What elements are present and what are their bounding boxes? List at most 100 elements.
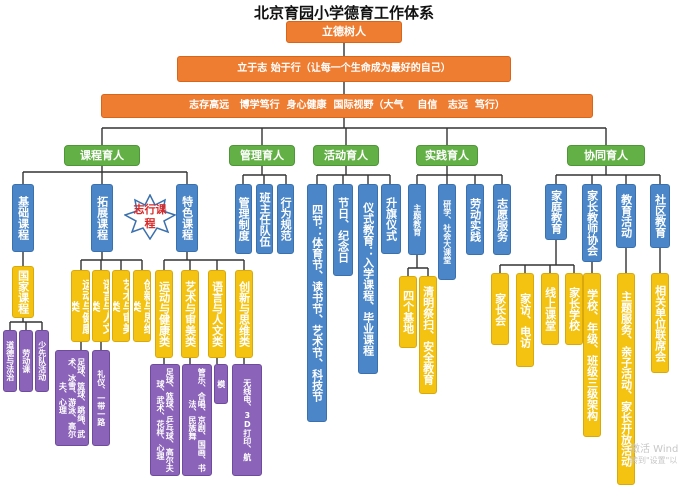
goal-box: 立于志 始于行（让每一个生命成为最好的自己） xyxy=(177,56,511,82)
category-label: 管理育人 xyxy=(240,148,284,162)
cooperation-detail-label: 家长学校 xyxy=(567,287,581,331)
basic-course-label: 基础课程 xyxy=(16,196,30,240)
slogan-box: 志存高远 博学笃行 身心健康 国际视野（大气 自信 志远 笃行） xyxy=(101,94,593,118)
cooperation-item-label: 教育活动 xyxy=(619,194,633,238)
national-subject-label: 道德与法治 xyxy=(5,341,15,381)
special-detail-label: 管乐、合唱、京剧、国画、书法、民族舞 xyxy=(188,368,207,472)
management-item-box: 行为规范 xyxy=(277,184,294,254)
page-title: 北京育园小学德育工作体系 xyxy=(253,4,434,22)
basic-course-box: 基础课程 xyxy=(12,184,34,252)
activation-watermark: 激活 Wind 转到"设置"以 xyxy=(630,440,688,466)
cooperation-detail-box: 家长学校 xyxy=(565,273,583,345)
category-course: 课程育人 xyxy=(64,145,140,166)
special-sub-box: 语言与人文类 xyxy=(208,270,226,358)
special-detail-label: 足球、篮球、乒乓球、高尔夫球、武术、花样、心理 xyxy=(156,368,175,472)
practice-item-box: 志愿服务 xyxy=(493,184,511,255)
management-item-label: 行为规范 xyxy=(279,197,293,241)
cooperation-item-box: 家长教师协会 xyxy=(582,184,602,262)
practice-item-box: 主题教育 xyxy=(408,184,426,255)
expand-detail-label: 礼仪、一带一路 xyxy=(96,370,106,426)
activity-item-box: 节日、纪念日 xyxy=(333,184,353,276)
practice-detail-label: 四个基地 xyxy=(401,290,415,334)
practice-detail-box: 四个基地 xyxy=(399,276,417,348)
expand-sub-label: 艺术与审美类 xyxy=(112,278,130,334)
special-detail-box: 足球、篮球、乒乓球、高尔夫球、武术、花样、心理 xyxy=(150,364,180,476)
goal-label: 立于志 始于行（让每一个生命成为最好的自己） xyxy=(237,63,451,74)
special-detail-label: 模 xyxy=(216,380,226,388)
category-management: 管理育人 xyxy=(229,145,295,166)
practice-item-box: 研学、社会大课堂 xyxy=(438,184,456,280)
slogan-label: 志存高远 博学笃行 身心健康 国际视野（大气 自信 志远 笃行） xyxy=(189,100,505,111)
national-subject-box: 劳动课 xyxy=(19,330,33,392)
cooperation-detail-label: 主题服务、亲子活动、家长开放活动 xyxy=(619,291,633,467)
special-detail-box: 管乐、合唱、京剧、国画、书法、民族舞 xyxy=(182,364,212,476)
special-course-label: 特色课程 xyxy=(180,196,194,240)
expand-sub-label: 创新与思维类 xyxy=(133,278,151,334)
expand-sub-label: 语言与人文类 xyxy=(92,278,110,334)
national-subject-label: 少先队活动 xyxy=(37,341,47,381)
category-practice: 实践育人 xyxy=(416,145,478,166)
activity-item-box: 升旗仪式 xyxy=(381,184,401,254)
category-label: 活动育人 xyxy=(324,148,368,162)
activity-item-box: 仪式教育：入学课程、毕业课程 xyxy=(358,184,378,374)
category-label: 实践育人 xyxy=(425,148,469,162)
cooperation-item-label: 家长教师协会 xyxy=(585,190,599,256)
expand-course-label: 拓展课程 xyxy=(95,196,109,240)
cooperation-detail-label: 学校、年级、班级三级架构 xyxy=(585,289,599,421)
national-subject-box: 道德与法治 xyxy=(3,330,17,392)
national-subject-label: 劳动课 xyxy=(21,349,31,373)
cooperation-detail-box: 线上课堂 xyxy=(541,273,559,345)
expand-course-box: 拓展课程 xyxy=(91,184,113,252)
watermark-line: 转到"设置"以 xyxy=(630,456,678,465)
category-label: 协同育人 xyxy=(584,148,628,162)
practice-item-label: 主题教育 xyxy=(412,203,422,236)
management-item-label: 管理制度 xyxy=(237,197,251,241)
practice-item-box: 劳动实践 xyxy=(466,184,484,255)
cooperation-detail-box: 相关单位联席会 xyxy=(651,273,669,373)
practice-detail-box: 清明祭扫、安全教育 xyxy=(419,276,437,394)
cooperation-detail-box: 学校、年级、班级三级架构 xyxy=(583,273,601,437)
cooperation-detail-box: 家访、电访 xyxy=(516,273,534,367)
special-sub-label: 创新与思维类 xyxy=(237,281,251,347)
special-detail-box: 无线电、3D打印、航 xyxy=(232,364,262,476)
expand-sub-box: 创新与思维类 xyxy=(133,270,151,342)
cooperation-item-label: 社区教育 xyxy=(653,194,667,238)
practice-item-label: 研学、社会大课堂 xyxy=(442,200,452,264)
special-sub-label: 语言与人文类 xyxy=(210,281,224,347)
special-sub-box: 艺术与审美类 xyxy=(181,270,199,358)
expand-sub-box: 艺术与审美类 xyxy=(112,270,130,342)
special-sub-label: 运动与健康类 xyxy=(157,281,171,347)
activity-item-label: 升旗仪式 xyxy=(384,197,398,241)
cooperation-detail-label: 线上课堂 xyxy=(543,287,557,331)
cooperation-item-box: 家庭教育 xyxy=(545,184,567,240)
cooperation-item-box: 教育活动 xyxy=(616,184,636,248)
special-sub-box: 运动与健康类 xyxy=(155,270,173,358)
activity-item-box: 四节：体育节、读书节、艺术节、科技节 xyxy=(307,184,327,422)
expand-detail-label: 足球、篮球、跳绳、武术、冰雪、游泳、高尔夫、心理 xyxy=(58,358,86,438)
expand-sub-box: 运动与健康类 xyxy=(71,270,90,342)
category-cooperation: 协同育人 xyxy=(567,145,645,166)
management-item-box: 班主任队伍 xyxy=(256,184,273,254)
category-label: 课程育人 xyxy=(80,148,124,162)
expand-sub-box: 语言与人文类 xyxy=(92,270,110,342)
special-course-box: 特色课程 xyxy=(176,184,198,252)
national-course-box: 国家课程 xyxy=(12,266,34,318)
star-course-label: 志行课程 xyxy=(133,203,167,230)
special-detail-box: 模 xyxy=(214,364,228,404)
category-activity: 活动育人 xyxy=(313,145,379,166)
expand-detail-box: 礼仪、一带一路 xyxy=(92,350,110,446)
national-course-label: 国家课程 xyxy=(16,270,30,314)
practice-item-label: 劳动实践 xyxy=(468,197,482,242)
star-shape xyxy=(124,194,176,240)
cooperation-item-box: 社区教育 xyxy=(650,184,670,248)
expand-sub-label: 运动与健康类 xyxy=(71,278,90,334)
cooperation-item-label: 家庭教育 xyxy=(549,190,563,234)
motto-box: 立德树人 xyxy=(286,21,402,43)
special-detail-label: 无线电、3D打印、航 xyxy=(242,379,252,461)
watermark-line: 激活 Wind xyxy=(630,444,679,455)
cooperation-detail-label: 相关单位联席会 xyxy=(653,284,667,362)
practice-detail-label: 清明祭扫、安全教育 xyxy=(421,285,435,385)
management-item-label: 班主任队伍 xyxy=(258,191,272,247)
activity-item-label: 仪式教育：入学课程、毕业课程 xyxy=(361,202,375,356)
